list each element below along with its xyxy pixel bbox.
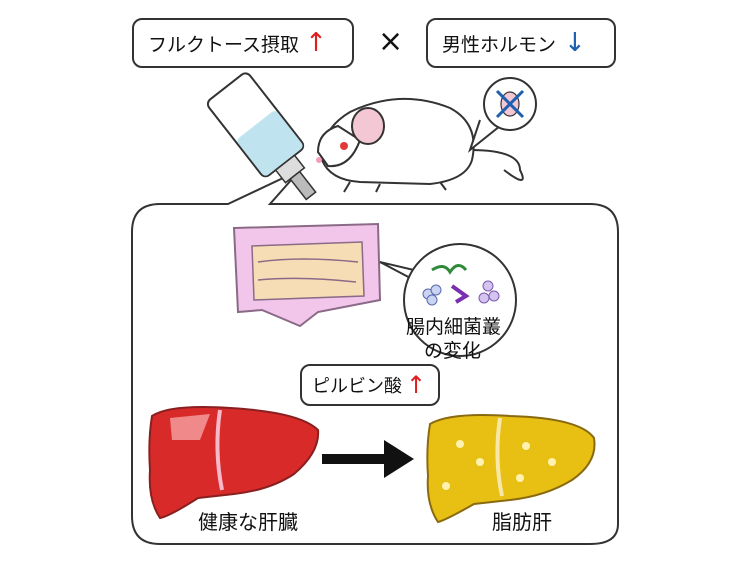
healthy-liver-caption: 健康な肝臓: [198, 510, 298, 534]
fatty-liver-icon: [426, 414, 596, 524]
mouse-icon: [316, 97, 524, 193]
microbiota-change-line2: の変化: [424, 340, 482, 362]
pyruvate-tag: ピルビン酸 ↑: [300, 364, 440, 406]
healthy-liver-icon: [148, 406, 320, 520]
microbiota-change-line1: 腸内細菌叢: [406, 316, 502, 338]
crossed-testis-icon: [467, 77, 537, 153]
up-arrow-icon: ↑: [305, 28, 327, 58]
intestine-icon: [232, 222, 382, 328]
male-hormone-label: 男性ホルモン: [442, 33, 557, 56]
fructose-intake-label: フルクトース摂取: [148, 33, 300, 56]
up-arrow-icon: ↑: [406, 371, 427, 399]
pyruvate-label: ピルビン酸: [312, 376, 402, 397]
fructose-intake-tag: フルクトース摂取 ↑: [132, 18, 354, 68]
fatty-liver-caption: 脂肪肝: [492, 510, 552, 534]
drinking-bottle-icon: [206, 72, 317, 201]
bacteria-icon: [379, 243, 517, 357]
times-symbol: ×: [378, 24, 404, 59]
right-arrow-icon: [322, 440, 414, 478]
male-hormone-tag: 男性ホルモン ↓: [426, 18, 616, 68]
down-arrow-icon: ↓: [564, 28, 586, 58]
